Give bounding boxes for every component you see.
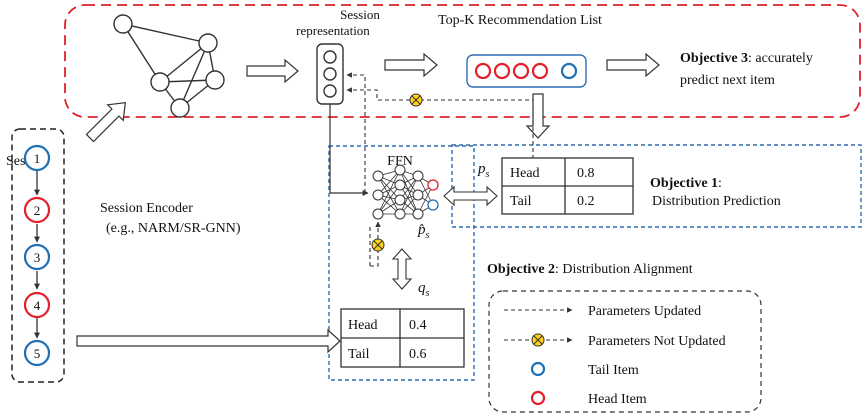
flow-arrow — [246, 58, 299, 84]
ffn-network — [377, 169, 434, 215]
head-item-icon — [493, 62, 511, 80]
stop-gradient-icon — [409, 93, 423, 107]
ffn-label: FFN — [387, 154, 413, 169]
objective1-label: Objective 1: — [650, 176, 722, 191]
session-encoder-label: Session Encoder — [100, 201, 193, 216]
objective3-frame — [64, 4, 861, 118]
svg-text:2: 2 — [34, 203, 41, 218]
flow-arrow — [384, 52, 438, 78]
objective3-label: predict next item — [680, 73, 775, 88]
parameters-not-updated-path — [369, 221, 381, 267]
ffn-head-output — [427, 179, 439, 191]
table-cell: 0.2 — [577, 194, 595, 209]
table-cell: Tail — [510, 194, 532, 209]
session-representation-label: Session — [340, 7, 380, 22]
svg-text:Parameters Not Updated: Parameters Not Updated — [588, 334, 726, 349]
svg-text:4: 4 — [34, 298, 41, 313]
item-graph — [113, 14, 225, 118]
stop-gradient-icon — [371, 238, 385, 252]
flow-arrow — [76, 328, 341, 354]
flow-arrow — [606, 52, 660, 78]
svg-text:1: 1 — [34, 151, 41, 166]
graph-node — [113, 14, 133, 34]
table-cell: 0.8 — [577, 166, 595, 181]
head-item-icon — [512, 62, 530, 80]
table-cell: Head — [348, 318, 378, 333]
session-representation-vector — [316, 43, 344, 105]
parameters-not-updated-path — [346, 87, 534, 173]
tail-item-icon — [560, 62, 578, 80]
legend-head-item: Head Item — [530, 390, 647, 407]
svg-text:Head Item: Head Item — [588, 392, 647, 407]
svg-text:Tail Item: Tail Item — [588, 363, 639, 378]
flow-arrow — [85, 101, 127, 143]
head-item-icon — [531, 62, 549, 80]
objective2-frame — [328, 145, 475, 381]
session-item: 2 — [23, 196, 51, 224]
topk-title: Top-K Recommendation List — [438, 13, 602, 28]
flow-arrow — [525, 93, 551, 139]
table-cell: Head — [510, 166, 540, 181]
objective3-label: Objective 3: accurately — [680, 51, 813, 66]
head-item-icon — [474, 62, 492, 80]
head-item-icon — [530, 390, 546, 406]
q-s-label: qs — [418, 280, 430, 299]
legend-tail-item: Tail Item — [530, 361, 639, 378]
tail-item-icon — [530, 361, 546, 377]
graph-node — [170, 98, 190, 118]
legend-box — [488, 290, 762, 413]
objective1-label: Distribution Prediction — [652, 194, 781, 209]
table-cell: Tail — [348, 347, 370, 362]
session-encoder-label: (e.g., NARM/SR-GNN) — [106, 221, 241, 236]
predicted-distribution-table: Head 0.8 Tail 0.2 — [501, 157, 634, 215]
legend-updated: Parameters Updated — [504, 304, 701, 319]
p-s-label: ps — [477, 161, 490, 180]
alignment-arrow — [391, 248, 413, 290]
objective1-frame — [451, 144, 862, 228]
svg-text:3: 3 — [34, 250, 41, 265]
graph-node — [198, 33, 218, 53]
session-item: 3 — [23, 243, 51, 271]
objective2-label: Objective 2: Distribution Alignment — [487, 262, 693, 277]
target-distribution-table: Head 0.4 Tail 0.6 — [340, 308, 465, 368]
graph-node — [150, 72, 170, 92]
legend-not-updated: Parameters Not Updated — [504, 333, 726, 349]
parameters-updated-path — [346, 72, 366, 193]
session-sequence — [11, 128, 65, 383]
svg-text:Parameters Updated: Parameters Updated — [588, 304, 701, 319]
alignment-arrow — [443, 185, 498, 207]
session-representation-label: representation — [296, 23, 370, 38]
topk-list — [466, 54, 587, 88]
representation-to-ffn — [329, 104, 369, 196]
table-cell: 0.6 — [409, 347, 427, 362]
table-cell: 0.4 — [409, 318, 427, 333]
session-item: 5 — [23, 339, 51, 367]
graph-node — [205, 70, 225, 90]
svg-text:5: 5 — [34, 346, 41, 361]
session-item: 1 — [23, 144, 51, 172]
p-hat-label: p̂s — [417, 222, 430, 241]
session-item: 4 — [23, 291, 51, 319]
ffn-tail-output — [427, 199, 439, 211]
ffn-neurons — [372, 164, 424, 220]
